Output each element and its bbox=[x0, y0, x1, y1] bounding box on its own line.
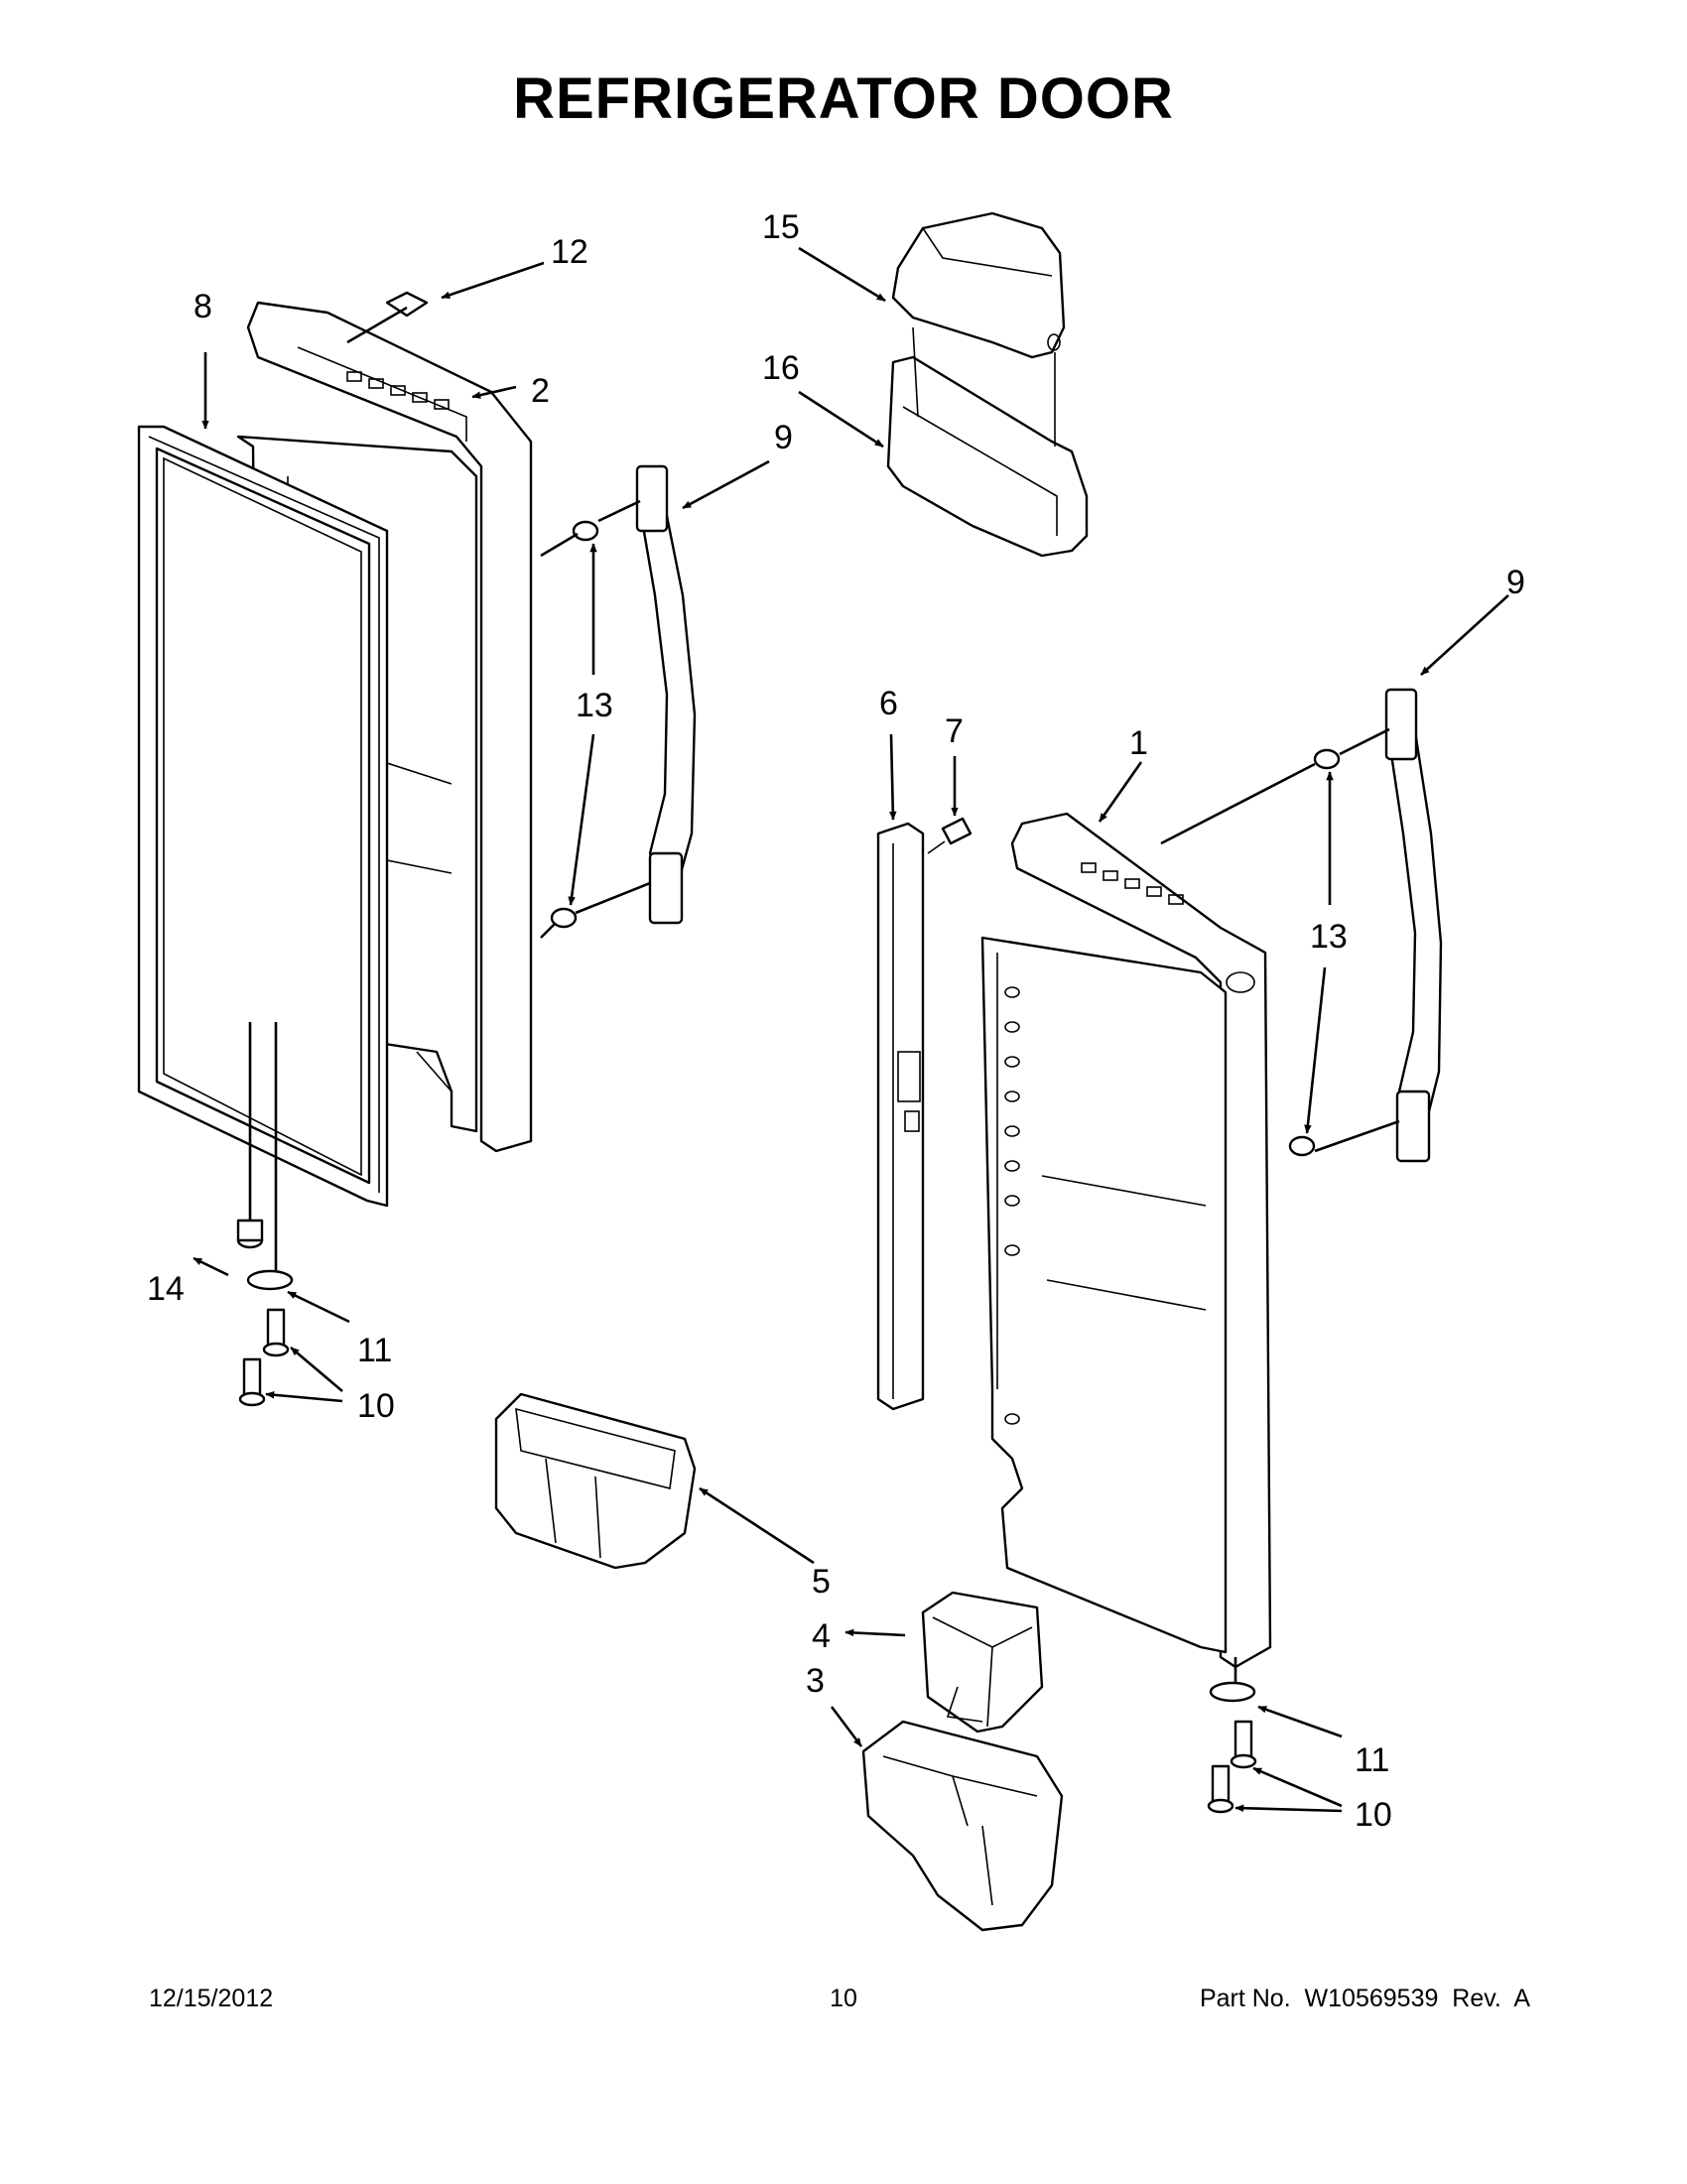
callout-9-left: 9 bbox=[774, 419, 793, 456]
mullion-screw bbox=[927, 817, 973, 854]
callout-7: 7 bbox=[945, 712, 964, 750]
callout-4: 4 bbox=[812, 1617, 831, 1655]
leader-lines bbox=[193, 246, 1509, 1813]
screw-right-upper bbox=[1230, 1720, 1257, 1769]
footer-page-number: 10 bbox=[830, 1985, 857, 2012]
right-door-handle bbox=[1384, 688, 1443, 1163]
callout-8: 8 bbox=[194, 288, 212, 325]
callout-9-right: 9 bbox=[1506, 564, 1525, 601]
screw-right-lower bbox=[1207, 1764, 1234, 1814]
callout-10-right: 10 bbox=[1355, 1796, 1392, 1834]
callout-13-left: 13 bbox=[576, 687, 613, 724]
callout-13-right: 13 bbox=[1310, 918, 1348, 956]
right-liner-shelf-bumps bbox=[1004, 986, 1020, 1425]
footer-part-number: Part No. W10569539 Rev. A bbox=[1199, 1985, 1530, 2012]
callout-11-right: 11 bbox=[1355, 1741, 1389, 1779]
right-door-liner bbox=[980, 812, 1272, 1669]
callout-1: 1 bbox=[1129, 724, 1148, 762]
liner-top-slots bbox=[346, 371, 450, 410]
hinge-bushing-left bbox=[246, 1269, 294, 1291]
dispenser-cover bbox=[891, 211, 1066, 359]
hinge-bushing-right bbox=[1209, 1681, 1256, 1703]
hinge-pin-left bbox=[236, 1219, 264, 1249]
vertical-mullion bbox=[876, 822, 925, 1411]
footer-date: 12/15/2012 bbox=[149, 1985, 274, 2012]
callout-15: 15 bbox=[762, 208, 800, 246]
door-bin-lower bbox=[494, 1392, 697, 1570]
callout-16: 16 bbox=[762, 349, 800, 387]
callout-14: 14 bbox=[147, 1270, 185, 1308]
callout-11-left: 11 bbox=[357, 1332, 392, 1369]
left-door-handle bbox=[635, 464, 697, 925]
screw-left-upper bbox=[262, 1308, 290, 1357]
callout-numbers: 1 2 3 4 5 6 7 8 9 9 10 10 11 11 12 13 13… bbox=[147, 208, 1525, 1834]
callout-12: 12 bbox=[551, 233, 588, 271]
callout-2: 2 bbox=[531, 372, 550, 410]
dispenser-housing bbox=[861, 1720, 1064, 1932]
callout-5: 5 bbox=[812, 1563, 831, 1601]
screw-left-lower bbox=[238, 1357, 266, 1407]
dispenser-cup bbox=[921, 1591, 1044, 1734]
callout-10-left: 10 bbox=[357, 1387, 395, 1425]
left-door-gasket bbox=[137, 425, 389, 1208]
right-liner-top-slots bbox=[1081, 862, 1184, 905]
handle-seal-ring bbox=[385, 291, 429, 318]
callout-6: 6 bbox=[879, 685, 898, 722]
door-bin-upper bbox=[886, 326, 1089, 558]
handle-mount-washers bbox=[550, 520, 1341, 1157]
callout-3: 3 bbox=[806, 1662, 825, 1700]
page-title: REFRIGERATOR DOOR bbox=[513, 66, 1174, 131]
